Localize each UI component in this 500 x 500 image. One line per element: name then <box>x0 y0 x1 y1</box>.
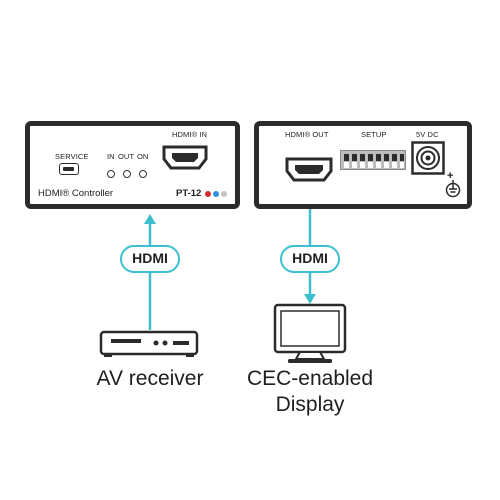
hdmi-in-port[interactable] <box>161 144 209 171</box>
setup-label: SETUP <box>361 130 387 139</box>
status-led-blue <box>213 191 219 197</box>
led-out <box>123 170 131 178</box>
av-receiver-caption: AV receiver <box>96 367 204 390</box>
led-on-label: ON <box>137 152 149 161</box>
display-caption-line1: CEC-enabled <box>246 367 374 390</box>
status-led-gray <box>221 191 227 197</box>
service-label: SERVICE <box>55 152 89 161</box>
dc-power-jack[interactable] <box>411 141 445 175</box>
led-in-label: IN <box>107 152 115 161</box>
right-cable-arrowhead <box>304 294 316 304</box>
left-cable-arrowhead <box>144 214 156 224</box>
led-out-label: OUT <box>118 152 135 161</box>
led-on <box>139 170 147 178</box>
service-usb-port[interactable] <box>59 163 79 175</box>
hdmi-controller-label: HDMI® Controller <box>38 188 114 199</box>
hdmi-out-port[interactable] <box>284 156 334 183</box>
display-caption-line2: Display <box>275 393 345 416</box>
status-led-red <box>205 191 211 197</box>
ground-icon <box>445 180 461 198</box>
polarity-plus-label: + <box>447 170 454 182</box>
setup-dip-switch[interactable] <box>340 150 406 170</box>
model-label: PT-12 <box>176 188 202 199</box>
right-cable-hdmi-label: HDMI <box>280 245 340 273</box>
av-receiver-icon <box>99 330 199 357</box>
hdmi-in-label: HDMI® IN <box>172 130 208 139</box>
left-cable-hdmi-label: HDMI <box>120 245 180 273</box>
display-icon <box>273 303 347 363</box>
power-label: 5V DC <box>416 130 439 139</box>
hdmi-out-label: HDMI® OUT <box>285 130 329 139</box>
led-in <box>107 170 115 178</box>
